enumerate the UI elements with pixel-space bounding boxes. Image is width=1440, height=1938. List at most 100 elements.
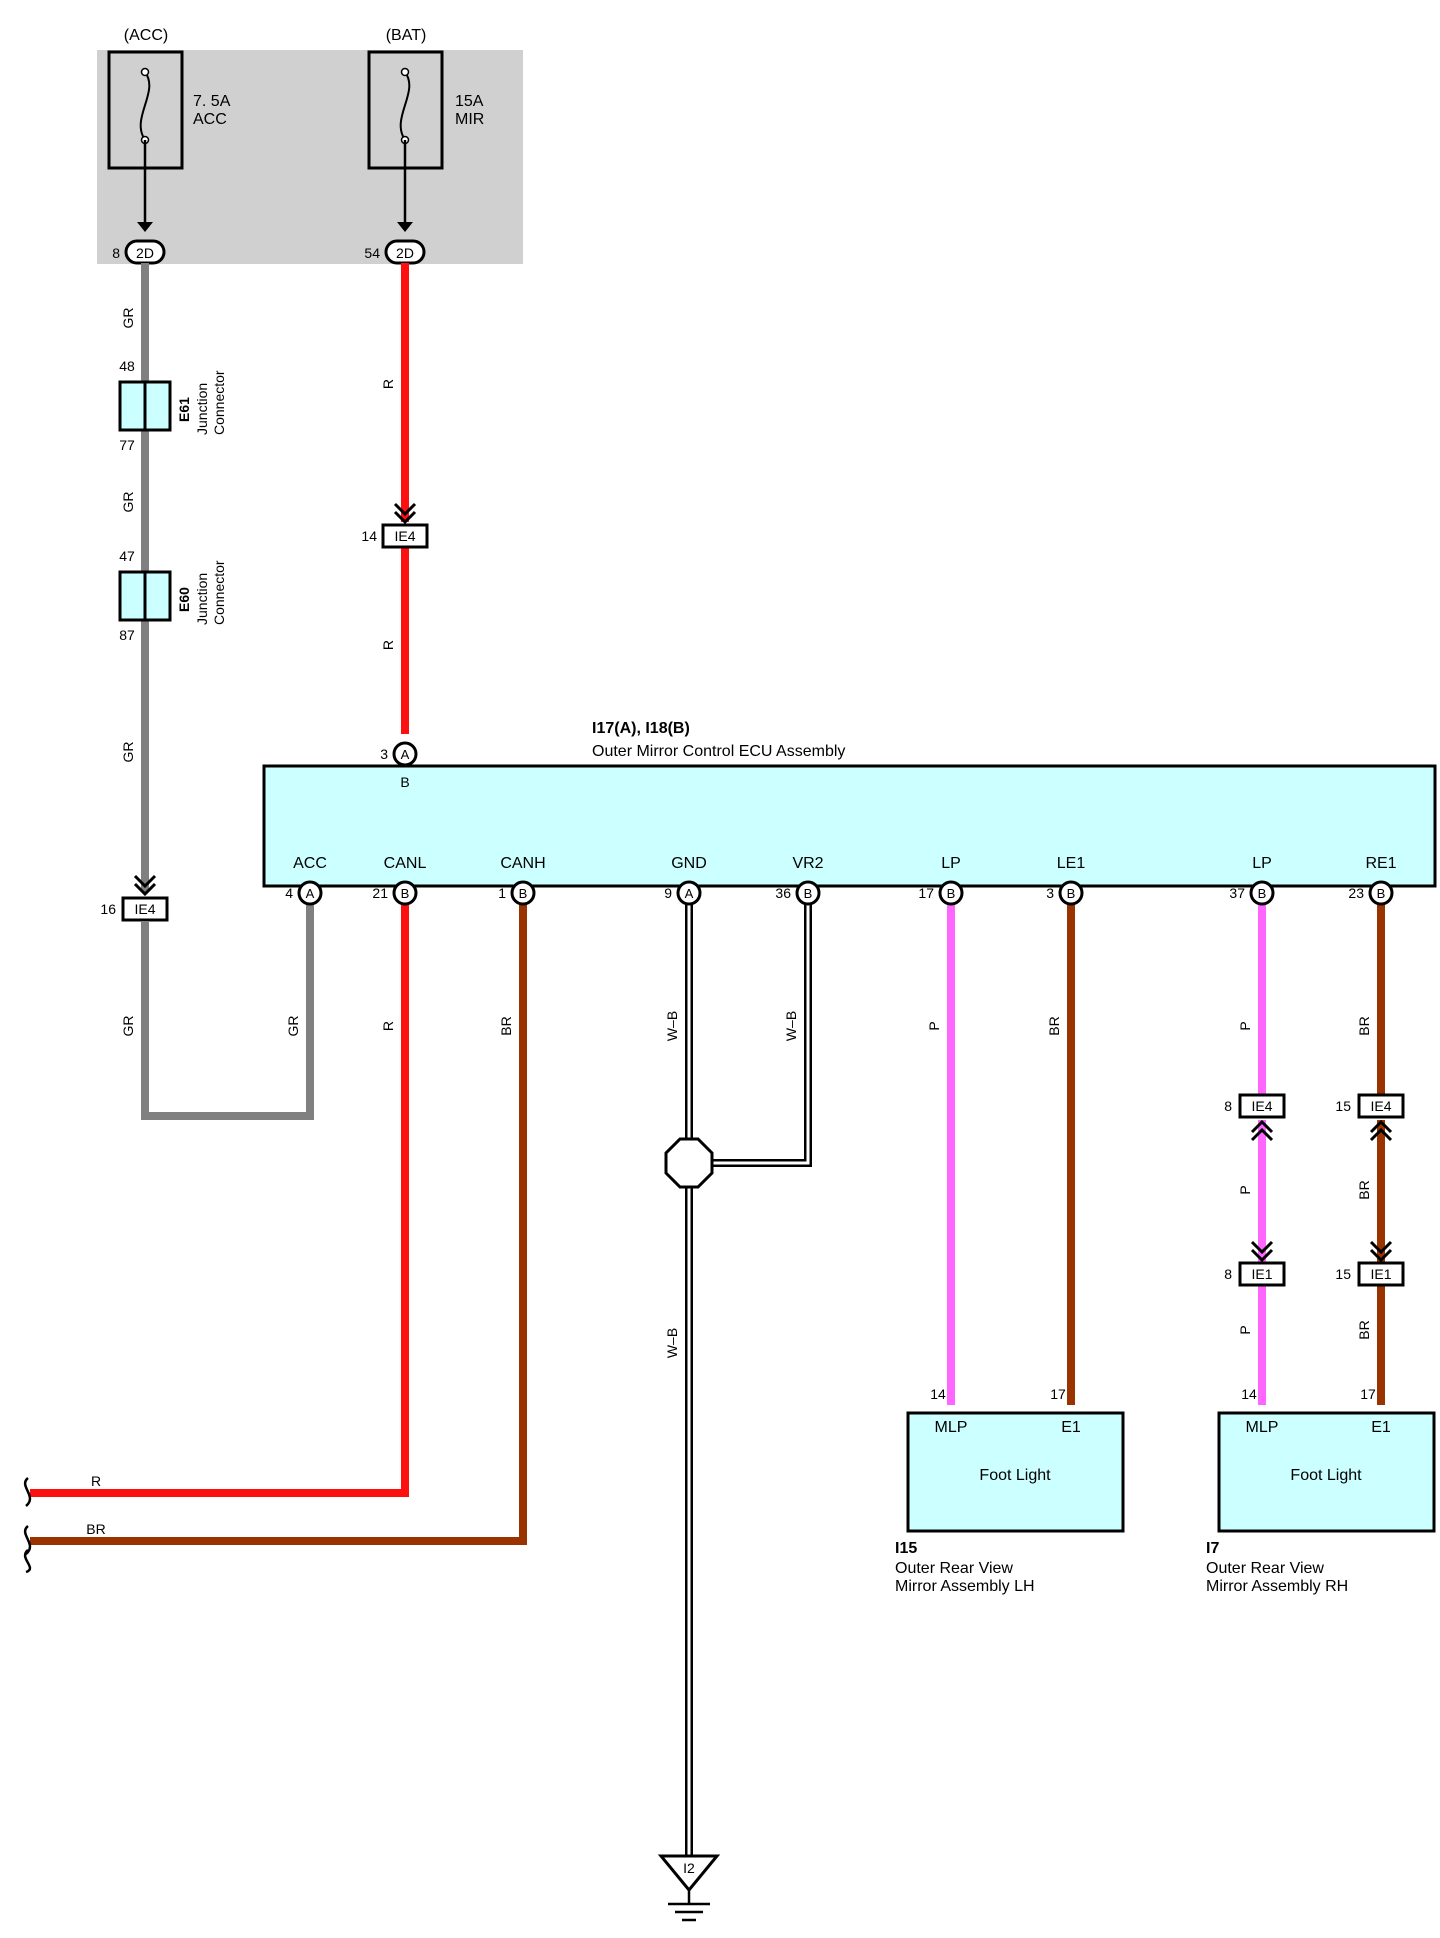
svg-text:IE1: IE1 — [1370, 1266, 1391, 1282]
ecu-pin-num-7: 37 — [1229, 885, 1245, 901]
connector-ie1-br: IE1 — [1357, 1240, 1405, 1287]
mirror-lh-line1: Outer Rear View — [895, 1560, 1013, 1577]
ie4-br-pin: 15 — [1335, 1098, 1351, 1114]
fuse-mir-rating: 15A — [455, 93, 484, 110]
connector-2d-bat: 2D — [384, 239, 426, 265]
mirror-rh-text: Foot Light — [1290, 1467, 1362, 1484]
ecu-pin-conn-letter-1: B — [401, 886, 410, 901]
ground-symbol — [657, 1854, 721, 1922]
mirror-rh-box — [1217, 1411, 1436, 1533]
ie1-br-pin: 15 — [1335, 1266, 1351, 1282]
fuse-acc — [107, 50, 184, 232]
ie1-p-pin: 8 — [1224, 1266, 1232, 1282]
ecu-pin-connector-8 — [1368, 880, 1394, 906]
acc-header: (ACC) — [124, 27, 168, 44]
ecu-pin-conn-letter-5: B — [947, 886, 956, 901]
wire-code-gr-5: GR — [285, 1016, 301, 1037]
svg-text:2D: 2D — [136, 245, 154, 261]
e60-pin-top: 47 — [119, 548, 135, 564]
ecu-pin-num-1: 21 — [372, 885, 388, 901]
ecu-pin-name-7: LP — [1252, 855, 1272, 872]
wire-code-br-4: BR — [1356, 1180, 1372, 1199]
ecu-pin-connector-7 — [1249, 880, 1275, 906]
ecu-pin-conn-letter-6: B — [1067, 886, 1076, 901]
ecu-code: I17(A), I18(B) — [592, 720, 690, 737]
ecu-box — [262, 764, 1437, 888]
mirror-rh-term-e1: E1 — [1371, 1419, 1391, 1436]
wire-code-br-1: BR — [498, 1016, 514, 1035]
fuse-acc-rating: 7. 5A — [193, 93, 231, 110]
ecu-pin-num-5: 17 — [918, 885, 934, 901]
wire-br-canh — [30, 904, 527, 1545]
wire-code-gr-4: GR — [120, 1016, 136, 1037]
connector-ie1-p: IE1 — [1238, 1240, 1286, 1287]
ecu-pin-num-0: 4 — [285, 885, 293, 901]
ecu-pin-conn-letter-2: B — [519, 886, 528, 901]
connector-ie4-acc: IE4 — [121, 874, 169, 922]
pin-8-2d: 8 — [112, 245, 120, 261]
relay-block-background — [97, 50, 523, 264]
wire-code-wb-2: W–B — [783, 1011, 799, 1041]
wire-code-r-3: R — [380, 1021, 396, 1031]
ecu-pin-num-3: 9 — [664, 885, 672, 901]
wire-code-br-3: BR — [1356, 1016, 1372, 1035]
mirror-lh-text: Foot Light — [979, 1467, 1051, 1484]
ie4-p-pin: 8 — [1224, 1098, 1232, 1114]
splice-point — [664, 1137, 714, 1189]
pin-54-2d: 54 — [364, 245, 380, 261]
ecu-pin-name-8: RE1 — [1365, 855, 1396, 872]
wire-gr-acc — [141, 263, 314, 1120]
connector-ie4-bat: IE4 — [381, 502, 429, 549]
wire-wb-vr2 — [712, 904, 812, 1167]
ecu-pin-connector-4 — [795, 880, 821, 906]
ecu-pin-conn-letter-3: A — [685, 886, 694, 901]
e61-id: E61 — [176, 397, 192, 422]
wire-code-br-5: BR — [1356, 1320, 1372, 1339]
connector-2d-acc: 2D — [124, 239, 166, 265]
svg-text:A: A — [401, 747, 410, 762]
mirror-rh-term-mlp: MLP — [1246, 1419, 1279, 1436]
wire-code-p-4: P — [1237, 1325, 1253, 1334]
ecu-pin-connector-5 — [938, 880, 964, 906]
connector-ie4-p: IE4 — [1238, 1093, 1286, 1142]
ecu-pin-connector-1 — [392, 880, 418, 906]
wire-code-r-2: R — [380, 640, 396, 650]
ecu-pin-name-2: CANH — [500, 855, 545, 872]
ecu-pin-connector-6 — [1058, 880, 1084, 906]
svg-text:IE1: IE1 — [1251, 1266, 1272, 1282]
e60-id: E60 — [176, 587, 192, 612]
wire-code-p-3: P — [1237, 1185, 1253, 1194]
mirror-lh-box — [906, 1411, 1125, 1533]
wire-code-r-1: R — [380, 379, 396, 389]
ecu-pin-conn-letter-7: B — [1258, 886, 1267, 901]
ecu-top-pin-name: B — [400, 774, 409, 790]
e60-pin-bottom: 87 — [119, 627, 135, 643]
offpage-br-label: BR — [86, 1521, 105, 1537]
ecu-pin-conn-letter-4: B — [804, 886, 813, 901]
junction-connector-e61 — [118, 380, 172, 432]
bat-header: (BAT) — [386, 27, 427, 44]
wire-code-p-1: P — [926, 1021, 942, 1030]
ie4-acc-pin: 16 — [100, 901, 116, 917]
mirror-rh-line1: Outer Rear View — [1206, 1560, 1324, 1577]
mirror-rh-pin-e1: 17 — [1360, 1386, 1376, 1402]
ecu-pin-name-3: GND — [671, 855, 707, 872]
svg-text:IE4: IE4 — [1370, 1098, 1391, 1114]
ecu-top-pin-connector: A — [392, 741, 418, 767]
e60-line2: Connector — [211, 560, 227, 625]
junction-connector-e60 — [118, 570, 172, 622]
e61-line2: Connector — [211, 370, 227, 435]
ecu-pin-name-5: LP — [941, 855, 961, 872]
wire-code-gr-3: GR — [120, 742, 136, 763]
mirror-rh-pin-mlp: 14 — [1241, 1386, 1257, 1402]
wire-r-canl — [30, 904, 409, 1497]
connector-ie4-br: IE4 — [1357, 1093, 1405, 1142]
ecu-pin-num-8: 23 — [1348, 885, 1364, 901]
wire-code-gr-2: GR — [120, 492, 136, 513]
mirror-lh-term-mlp: MLP — [935, 1419, 968, 1436]
mirror-lh-pin-mlp: 14 — [930, 1386, 946, 1402]
e60-line1: Junction — [194, 573, 210, 625]
ecu-pin-connector-0 — [297, 880, 323, 906]
fuse-acc-name: ACC — [193, 111, 227, 128]
